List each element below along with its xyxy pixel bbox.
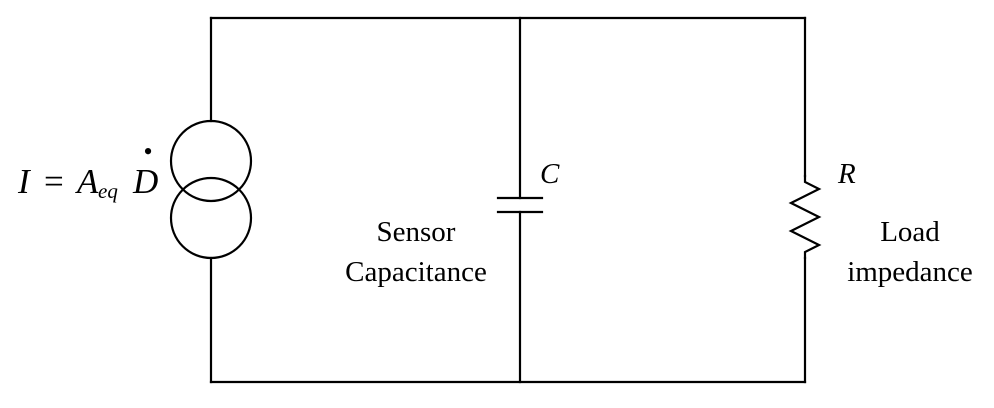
equals-sign: = — [44, 162, 64, 201]
load-caption-line1: Load — [880, 216, 940, 248]
resistor-symbol — [788, 174, 822, 260]
sensor-caption-line1: Sensor — [377, 216, 456, 248]
displacement-symbol: D — [132, 162, 158, 201]
capacitor-symbol — [496, 196, 544, 214]
area-symbol: A — [75, 162, 99, 201]
load-caption-line2: impedance — [847, 256, 973, 288]
sensor-caption-line2: Capacitance — [345, 256, 487, 288]
area-subscript: eq — [98, 179, 118, 203]
current-source-symbol — [169, 119, 253, 260]
current-source-circle-lower — [169, 176, 253, 260]
current-symbol: I — [17, 162, 32, 201]
time-derivative-dot: • — [143, 137, 152, 166]
resistor-symbol-label: R — [837, 158, 856, 190]
capacitor-symbol-label: C — [540, 158, 560, 190]
current-source-circle-upper — [169, 119, 253, 203]
